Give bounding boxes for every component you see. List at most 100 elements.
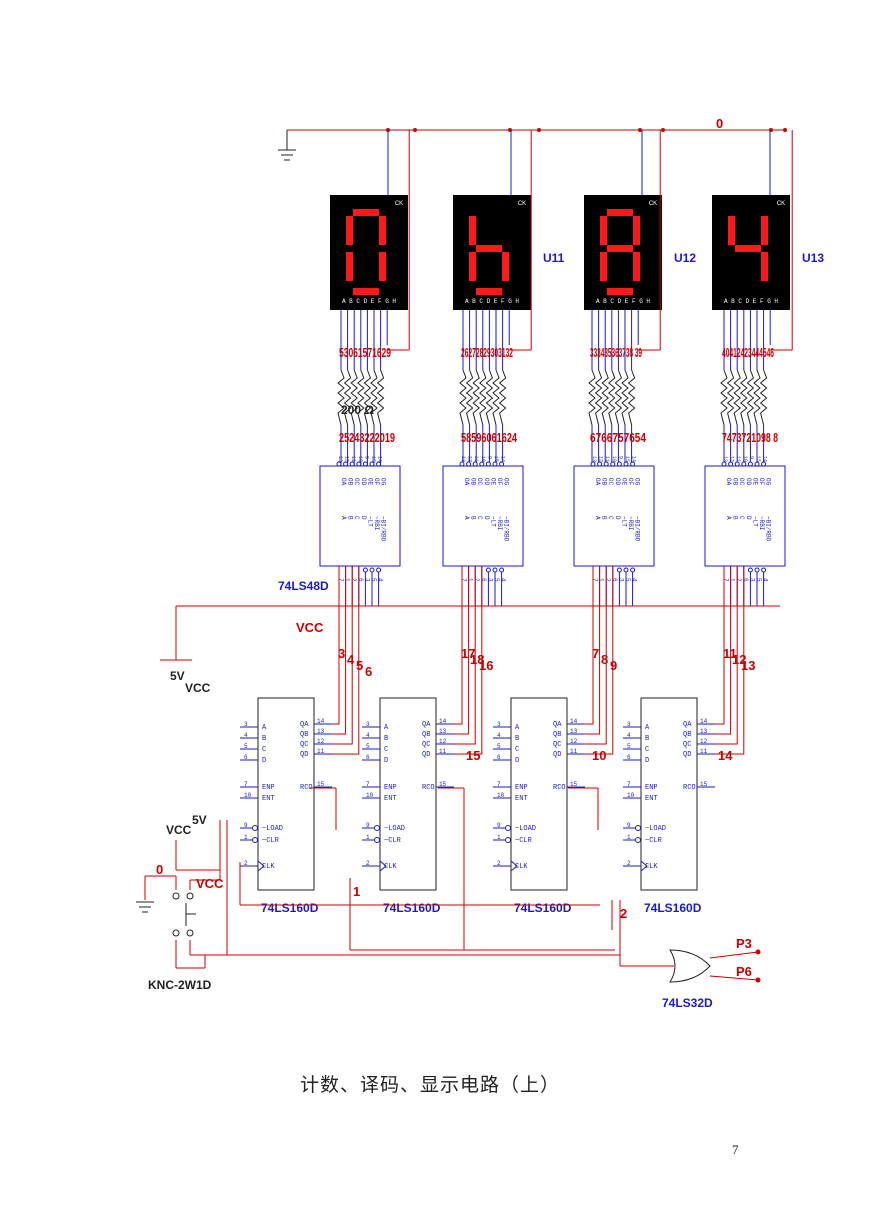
decoder-input-label: ~RBI [496,516,503,530]
decoder-input-label: ~BI/RBO [380,516,387,542]
counter-left-pin-label: A [262,724,267,732]
decoder-input-label: ~RBI [373,516,380,530]
counter-right-pin-label: RCO [553,784,566,792]
decoder-output-bubble [376,461,382,467]
decoder-input-net-label: 13 [741,658,755,673]
decoder-bottom-pin-num: 4 [631,578,638,582]
counter-left-pin-num: 10 [627,792,635,799]
counter-left-pin-num: 3 [627,721,631,728]
counter-left-pin-label: ENP [645,784,658,792]
counter-right-pin-num: 13 [700,728,708,735]
counter-left-pin-label: CLK [515,863,528,871]
decoder-top-pin-num: 15 [370,456,376,462]
decoder-output-bubble [754,461,760,467]
resistor [601,369,609,426]
decoder-bottom-pin-num: 7 [591,578,598,582]
display-ck-label: CK [649,201,657,207]
counter-left-pin-label: A [645,724,650,732]
decoder-input-label: C [607,516,614,520]
counter-body [510,697,568,891]
counter-left-pin-num: 7 [627,781,631,788]
decoder-output-bubble [630,461,636,467]
counter-right-pin-num: 11 [317,748,325,755]
counter-right-pin-label: QC [553,741,561,749]
display-ck-label: CK [777,201,785,207]
resistor [479,369,487,426]
switch-ground-symbol [136,901,154,913]
segment-g [607,245,633,252]
counter-left-pin-label: D [384,757,388,765]
decoder-output-label: OB [732,478,739,486]
counter-bubble [252,837,258,843]
decoder-input-label: B [347,516,354,520]
decoder-output-label: OC [476,478,483,486]
decoder-top-pin-num: 14 [377,456,383,462]
counter-body [640,697,698,891]
counter-right-pin-label: RCO [683,784,696,792]
decoder-to-counter-wire [444,566,476,745]
counter-right-pin-num: 14 [317,718,325,725]
resistor-value-label: 200 Ω [341,403,374,417]
segment-b [761,216,768,245]
counter-right-pin-label: QD [422,751,430,759]
decoder-top-pin-num: 9 [363,456,369,459]
segment-c [633,252,640,281]
counter-left-pin-label: ~CLR [515,837,533,845]
counter-left-pin-num: 9 [497,822,501,829]
decoder-input-label: ~LT [751,516,758,527]
counter-right-pin-num: 14 [700,718,708,725]
display-1: CKA B C D E F G H [330,130,410,351]
decoder-1: 5306157162925243222019OA13OB12OC11OD10OE… [278,345,401,755]
display-ref-label: U11 [543,251,565,265]
counter-left-pin-label: C [262,746,266,754]
decoder-top-pin-num: 13 [591,456,597,462]
decoder-input-net-label: 4 [347,652,355,667]
decoder-top-pin-num: 14 [500,456,506,462]
resistor [594,369,603,426]
decoder-output-bubble [369,461,375,467]
decoder-top-pin-num: 11 [604,456,610,462]
decoder-input-label: ~RBI [627,516,634,530]
resistor [376,369,385,426]
counter-right-pin-label: QB [553,731,561,739]
decoder-output-label: OF [496,478,503,486]
resistor [733,369,741,426]
counter-left-pin-num: 6 [244,754,248,761]
decoder-bottom-pin-num: 6 [480,578,487,582]
counter-left-pin-label: B [262,735,266,743]
decoder-bottom-pin-num: 5 [370,578,377,582]
counter-left-pin-num: 9 [627,822,631,829]
decoder-output-bubble [472,461,478,467]
zero-label-switch: 0 [156,862,163,877]
counter-left-pin-num: 2 [627,860,631,867]
decoder-body [573,465,655,567]
decoder-input-net-label: 18 [470,652,484,667]
decoder-control-bubble [754,567,760,573]
segment-e [469,252,476,281]
decoder-bottom-pin-num: 3 [748,578,755,582]
resistor [588,369,596,426]
counter-right-pin-num: 12 [439,738,447,745]
segment-c [379,252,386,281]
decoder-top-pin-num: 9 [617,456,623,459]
display-ck-label: CK [395,201,403,207]
counter-left-pin-label: D [262,757,266,765]
decoder-top-pin-num: 13 [337,456,343,462]
counter-left-pin-label: D [645,757,649,765]
segment-f [346,216,353,245]
segment-d [476,288,502,295]
counter-right-pin-label: QC [300,741,308,749]
decoder-bottom-pin-num: 1 [598,578,605,582]
decoder-bottom-pin-num: 3 [486,578,493,582]
decoder-bottom-pin-num: 2 [735,578,742,582]
segment-d [353,288,379,295]
counter-left-pin-num: 6 [627,754,631,761]
resistor [621,369,629,426]
decoder-output-label: OD [483,478,490,486]
counter-left-pin-label: ENP [515,784,528,792]
decoder-top-pin-num: 13 [722,456,728,462]
decoder-group: 5306157162925243222019OA13OB12OC11OD10OE… [278,345,786,755]
or-gate-label: 74LS32D [662,996,713,1010]
